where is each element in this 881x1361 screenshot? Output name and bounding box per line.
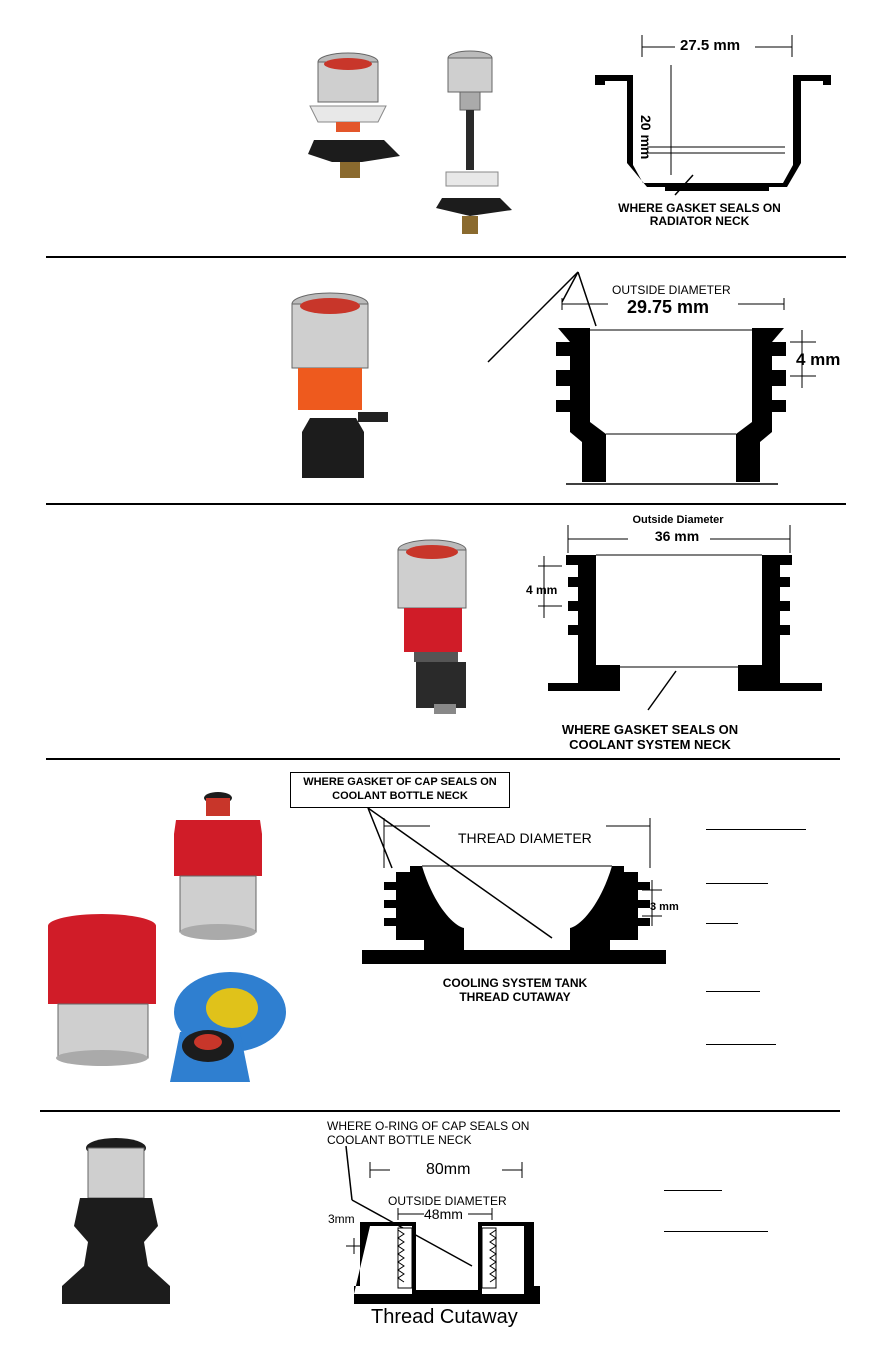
side-dimension-mark-2 — [790, 330, 816, 388]
dimension-4-mm: 4 mm — [526, 583, 558, 597]
dimension-36-mm: 36 mm — [654, 528, 700, 544]
callout-line-1: WHERE O-RING OF CAP SEALS ON — [327, 1119, 530, 1133]
dimension-29-75: 29.75 mm — [627, 297, 710, 317]
callout-line-2: COOLANT BOTTLE NECK — [332, 790, 468, 802]
dimension-48mm: 48mm — [424, 1206, 463, 1222]
side-dimension-mark-3 — [538, 556, 562, 618]
outside-diameter-label: Outside Diameter — [632, 514, 724, 526]
outside-diameter-label: OUTSIDE DIAMETER — [388, 1194, 507, 1208]
dimension-4-mm: 4 mm — [796, 350, 841, 369]
section-divider-2 — [46, 503, 846, 505]
blank-line-5 — [706, 1044, 776, 1045]
adapter-photo-1a — [308, 52, 400, 178]
adapter-photo-2 — [291, 292, 388, 478]
blank-line-6 — [664, 1190, 722, 1191]
thread-diameter-label: THREAD DIAMETER — [458, 830, 592, 846]
blank-line-7 — [664, 1231, 768, 1232]
dimension-3-mm: 3 mm — [650, 901, 679, 913]
caption-line-2: COOLANT SYSTEM NECK — [569, 737, 731, 752]
blank-line-4 — [706, 991, 760, 992]
caption-line-1: COOLING SYSTEM TANK — [442, 976, 588, 990]
section-divider-4 — [40, 1110, 840, 1112]
caption-line-2: RADIATOR NECK — [649, 214, 750, 228]
caption-line-2: THREAD CUTAWAY — [459, 990, 571, 1004]
outside-diameter-label: OUTSIDE DIAMETER — [612, 283, 731, 297]
blank-line-3 — [706, 923, 738, 924]
dimension-80mm: 80mm — [426, 1161, 471, 1178]
radiator-neck-diagram — [595, 35, 831, 196]
adapter-photo-3 — [397, 539, 467, 714]
thread-diagram-5 — [345, 1145, 540, 1304]
callout-line-2: COOLANT BOTTLE NECK — [327, 1133, 472, 1147]
radiator-cap-blue — [170, 972, 286, 1082]
blank-line-1 — [706, 829, 806, 830]
dimension-3mm: 3mm — [328, 1212, 355, 1226]
adapter-photo-1b — [436, 50, 512, 234]
callout-box-4: WHERE GASKET OF CAP SEALS ON COOLANT BOT… — [290, 772, 510, 808]
thread-diagram-2 — [487, 271, 786, 485]
blank-line-2 — [706, 883, 768, 884]
section-divider-3 — [46, 758, 840, 760]
dimension-27-5: 27.5 mm — [680, 37, 741, 54]
adapter-photo-4b — [48, 914, 156, 1066]
caption-line-1: WHERE GASKET SEALS ON — [618, 201, 781, 215]
section-divider-1 — [46, 256, 846, 258]
callout-line-1: WHERE GASKET OF CAP SEALS ON — [303, 776, 497, 788]
caption-line-1: WHERE GASKET SEALS ON — [561, 722, 739, 737]
dimension-20: 20 mm — [638, 115, 654, 160]
thread-diagram-4 — [362, 807, 666, 964]
thread-diagram-3 — [548, 525, 822, 711]
adapter-photo-5 — [62, 1138, 170, 1304]
adapter-photo-4a — [174, 792, 262, 940]
thread-cutaway-caption: Thread Cutaway — [371, 1306, 518, 1328]
